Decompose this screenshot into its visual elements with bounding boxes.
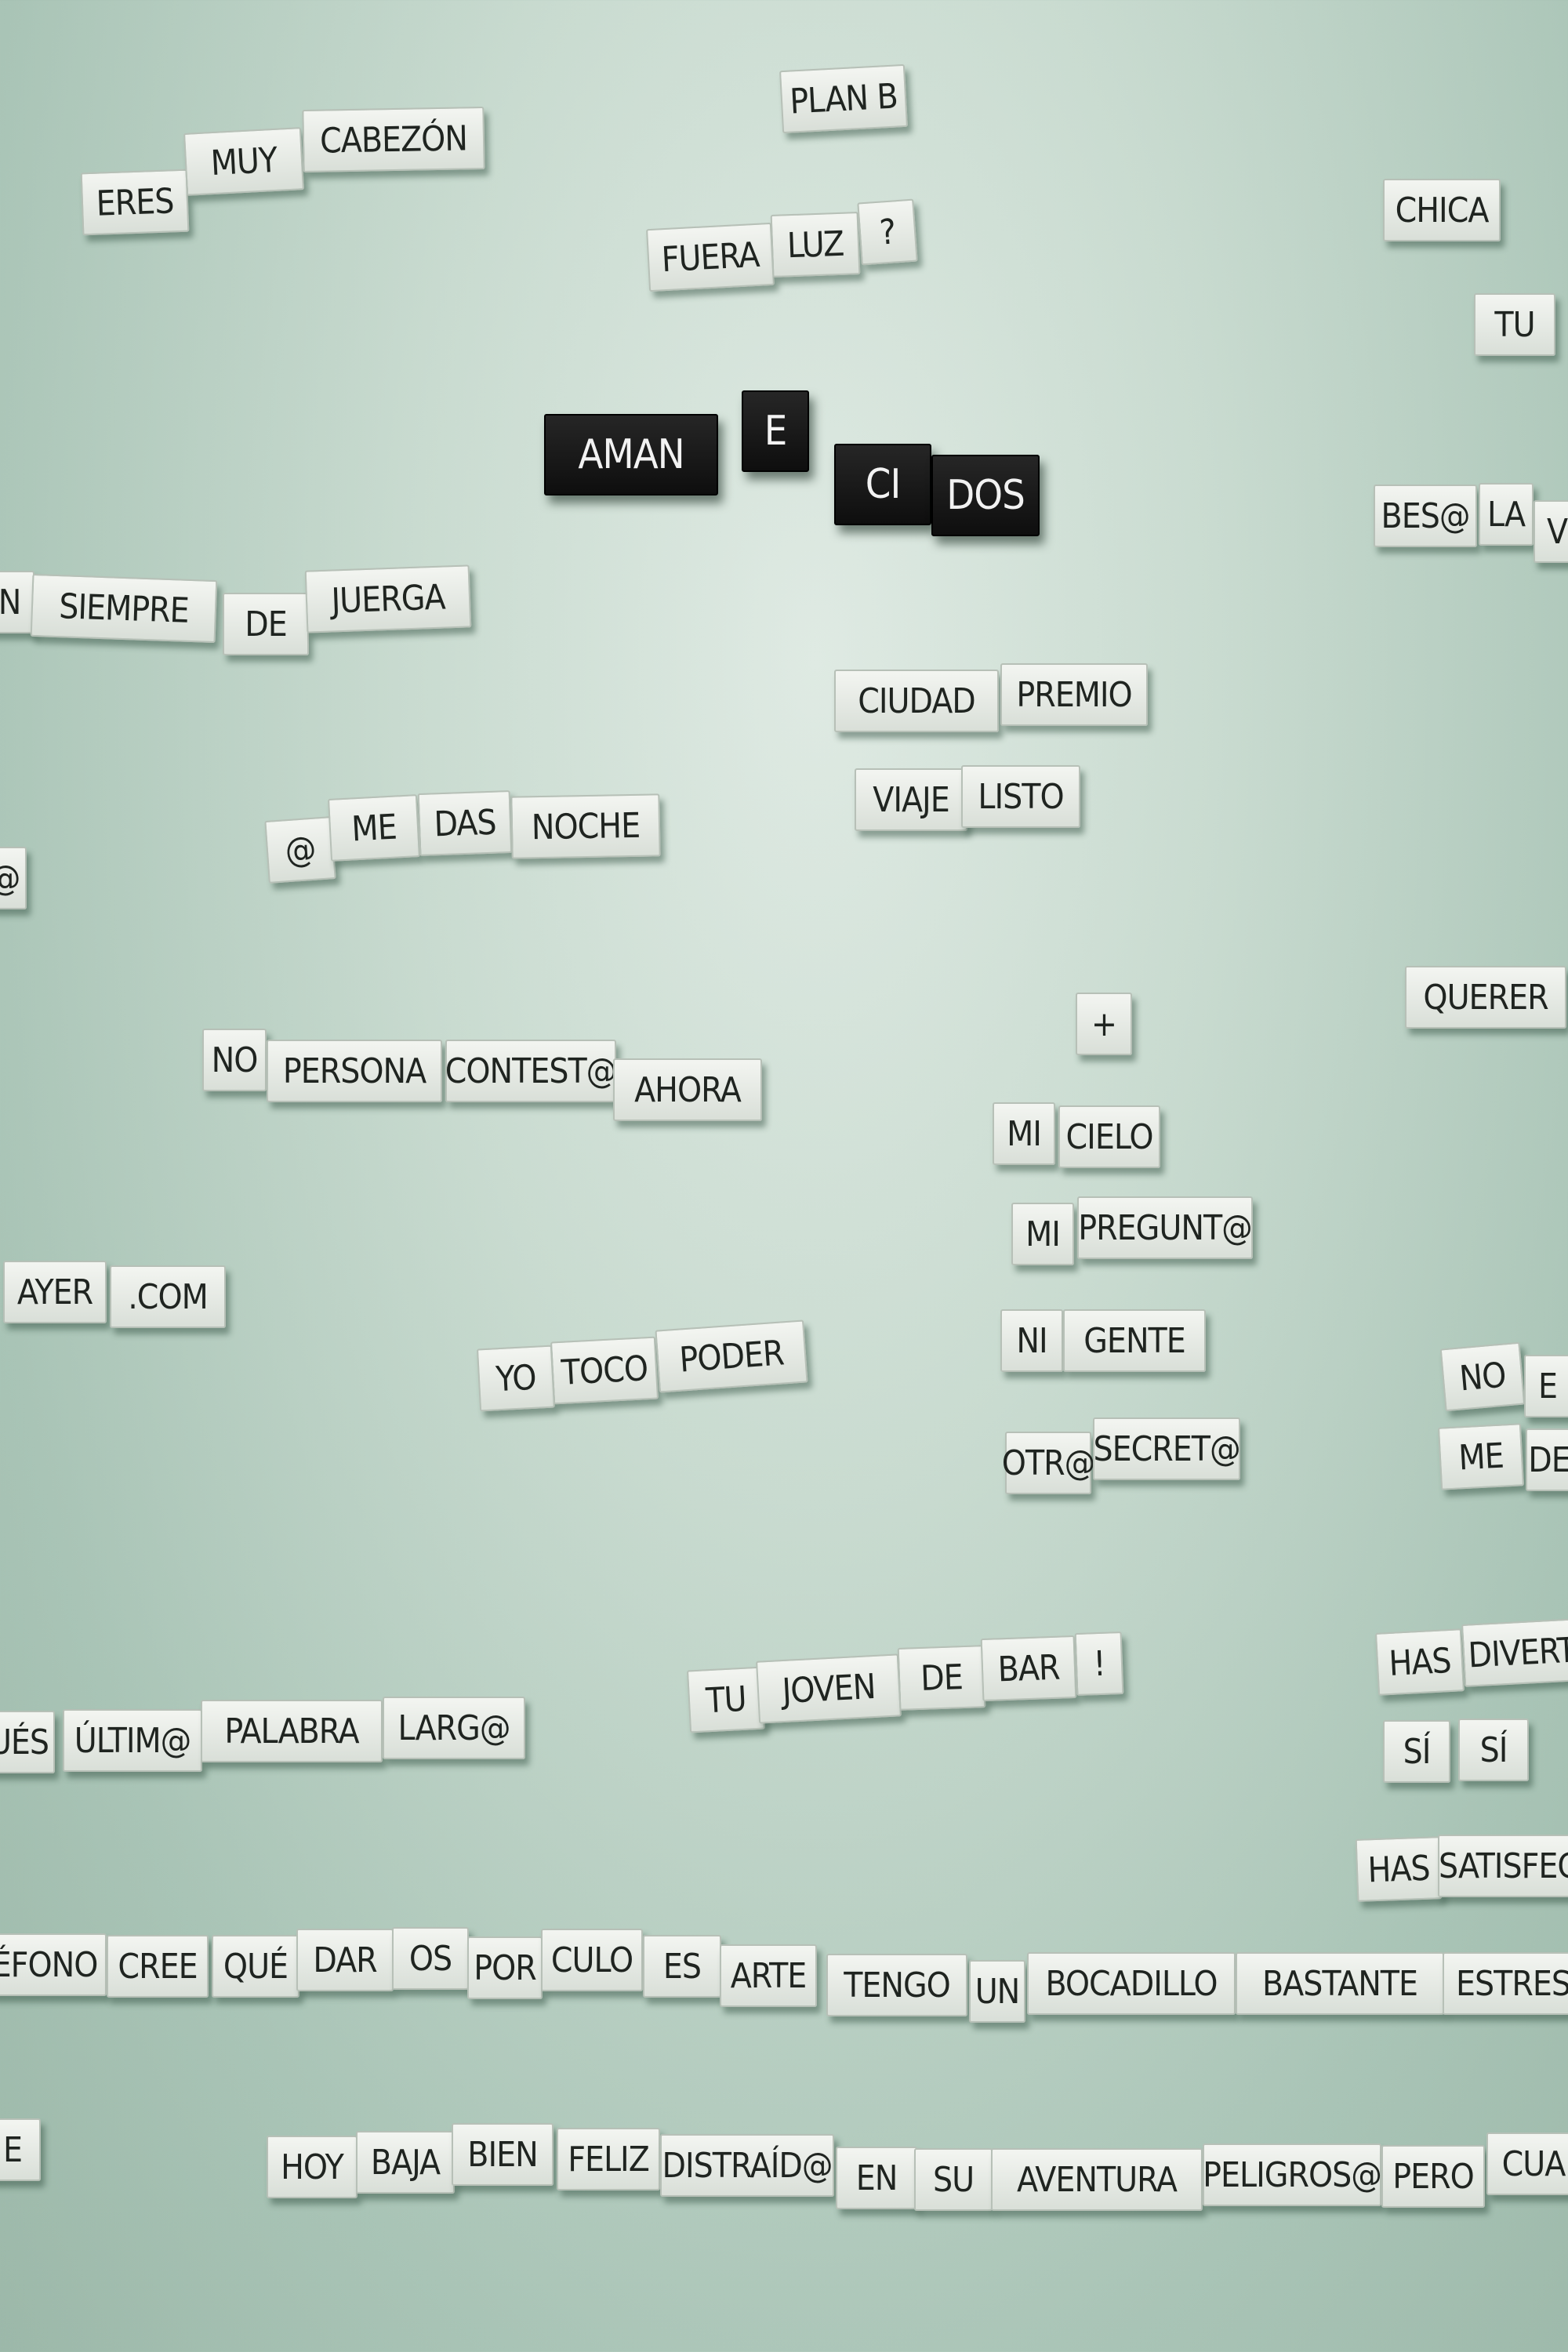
magnet-distraida: DISTRAÍD@ xyxy=(660,2134,834,2197)
magnet-contesta: CONTEST@ xyxy=(445,1040,617,1102)
magnet-fuera: FUERA xyxy=(646,222,775,292)
magnet-ues: UÉS xyxy=(0,1711,55,1773)
magnet-ayer: AYER xyxy=(3,1261,107,1323)
magnet-tu-2: TU xyxy=(686,1666,766,1733)
magnet-culo: CULO xyxy=(541,1929,643,1991)
magnet-que: QUÉ xyxy=(212,1935,299,1998)
magnet-otra: OTR@ xyxy=(1002,1432,1095,1494)
magnet-es: ES xyxy=(643,1935,721,1998)
magnet-at: @ xyxy=(264,816,336,884)
magnet-listo: LISTO xyxy=(961,765,1080,828)
magnet-tu-top: TU xyxy=(1474,293,1555,356)
magnet-yo: YO xyxy=(476,1345,556,1412)
magnet-has-1: HAS xyxy=(1374,1628,1465,1696)
magnet-dos: DOS xyxy=(931,455,1040,536)
magnet-ci: CI xyxy=(834,444,931,525)
magnet-su: SU xyxy=(914,2148,993,2211)
magnet-la: LA xyxy=(1479,483,1534,546)
magnet-besa: BES@ xyxy=(1374,485,1477,547)
magnet-cua: CUA xyxy=(1486,2132,1568,2195)
magnet-satisfec: SATISFEC xyxy=(1438,1835,1568,1897)
magnet-secreta: SECRET@ xyxy=(1093,1417,1241,1480)
magnet-cree: CREE xyxy=(107,1935,209,1998)
magnet-no-1: NO xyxy=(202,1029,267,1091)
magnet-poder: PODER xyxy=(655,1319,808,1393)
magnet-viaje: VIAJE xyxy=(855,768,967,831)
magnet-me-2: ME xyxy=(1437,1423,1525,1490)
magnet-persona: PERSONA xyxy=(267,1040,442,1102)
magnet-pero: PERO xyxy=(1381,2145,1485,2208)
magnet-aventura: AVENTURA xyxy=(991,2148,1203,2211)
magnet-v: V xyxy=(1534,500,1568,563)
magnet-un: UN xyxy=(969,1960,1025,2023)
magnet-ahora: AHORA xyxy=(613,1058,762,1121)
magnet-bastante: BASTANTE xyxy=(1236,1952,1444,2015)
magnet-dotcom: .COM xyxy=(110,1265,226,1328)
magnet-plan-b: PLAN B xyxy=(779,64,908,134)
magnet-querer: QUERER xyxy=(1405,966,1566,1029)
magnet-eres: ERES xyxy=(80,169,190,236)
magnet-si-1: SÍ xyxy=(1383,1720,1450,1783)
magnet-en: EN xyxy=(836,2147,917,2209)
magnet-si-2: SÍ xyxy=(1458,1719,1529,1781)
magnet-mi-1: MI xyxy=(993,1102,1055,1165)
magnet-por: POR xyxy=(467,1936,543,1999)
magnet-dar: DAR xyxy=(296,1929,394,1991)
magnet-joven: JOVEN xyxy=(756,1653,902,1724)
magnet-baja: BAJA xyxy=(356,2131,455,2194)
magnet-e-bottom: E xyxy=(0,2118,41,2181)
magnet-luz: LUZ xyxy=(770,212,861,278)
magnet-hoy: HOY xyxy=(267,2136,358,2198)
magnet-bar: BAR xyxy=(980,1635,1077,1702)
magnet-no-2: NO xyxy=(1439,1341,1526,1412)
magnet-tengo: TENGO xyxy=(826,1954,967,2016)
magnet-de-1: DE xyxy=(223,593,309,655)
magnet-pregunta: PREGUNT@ xyxy=(1077,1196,1253,1259)
magnet-aman: AMAN xyxy=(544,414,718,495)
magnet-has-2: HAS xyxy=(1355,1836,1443,1902)
magnet-question: ? xyxy=(857,198,918,266)
magnet-cabezon: CABEZÓN xyxy=(302,106,485,173)
magnet-n-left: N xyxy=(0,571,34,633)
magnet-os: OS xyxy=(392,1927,469,1990)
magnet-gente: GENTE xyxy=(1063,1309,1206,1372)
magnet-divert: DIVERT xyxy=(1461,1618,1568,1687)
magnet-e: E xyxy=(742,390,809,472)
magnet-bocadillo: BOCADILLO xyxy=(1027,1952,1236,2015)
magnet-juerga: JUERGA xyxy=(304,564,472,633)
magnet-bien: BIEN xyxy=(452,2123,554,2186)
magnet-me-1: ME xyxy=(327,794,421,862)
magnet-peligrosa: PELIGROS@ xyxy=(1203,2143,1382,2206)
magnet-plus: + xyxy=(1076,993,1132,1055)
magnet-larga: LARG@ xyxy=(383,1697,525,1759)
magnet-feliz: FELIZ xyxy=(557,2128,660,2190)
magnet-mi-2: MI xyxy=(1011,1203,1074,1265)
magnet-de-right: DE xyxy=(1526,1428,1568,1491)
magnet-das: DAS xyxy=(417,789,513,857)
magnet-arte: ARTE xyxy=(720,1944,817,2007)
magnet-noche: NOCHE xyxy=(510,793,661,859)
magnet-ultima: ÚLTIM@ xyxy=(63,1709,202,1772)
magnet-cielo: CIELO xyxy=(1058,1105,1160,1168)
magnet-siempre: SIEMPRE xyxy=(30,573,218,644)
magnet-chica: CHICA xyxy=(1383,179,1501,241)
magnet-palabra: PALABRA xyxy=(201,1700,383,1762)
magnet-at-left: @ xyxy=(0,847,27,909)
magnet-excl: ! xyxy=(1074,1631,1124,1697)
magnet-premio: PREMIO xyxy=(1000,663,1148,726)
magnet-ni: NI xyxy=(1000,1309,1063,1372)
magnet-muy: MUY xyxy=(183,127,304,196)
magnet-estres: ESTRES xyxy=(1443,1952,1568,2015)
magnet-efono: ÉFONO xyxy=(0,1933,107,1996)
magnet-e-right: E xyxy=(1524,1355,1568,1417)
magnet-ciudad: CIUDAD xyxy=(834,670,999,732)
magnet-toco: TOCO xyxy=(550,1336,659,1405)
magnet-de-2: DE xyxy=(897,1645,986,1711)
